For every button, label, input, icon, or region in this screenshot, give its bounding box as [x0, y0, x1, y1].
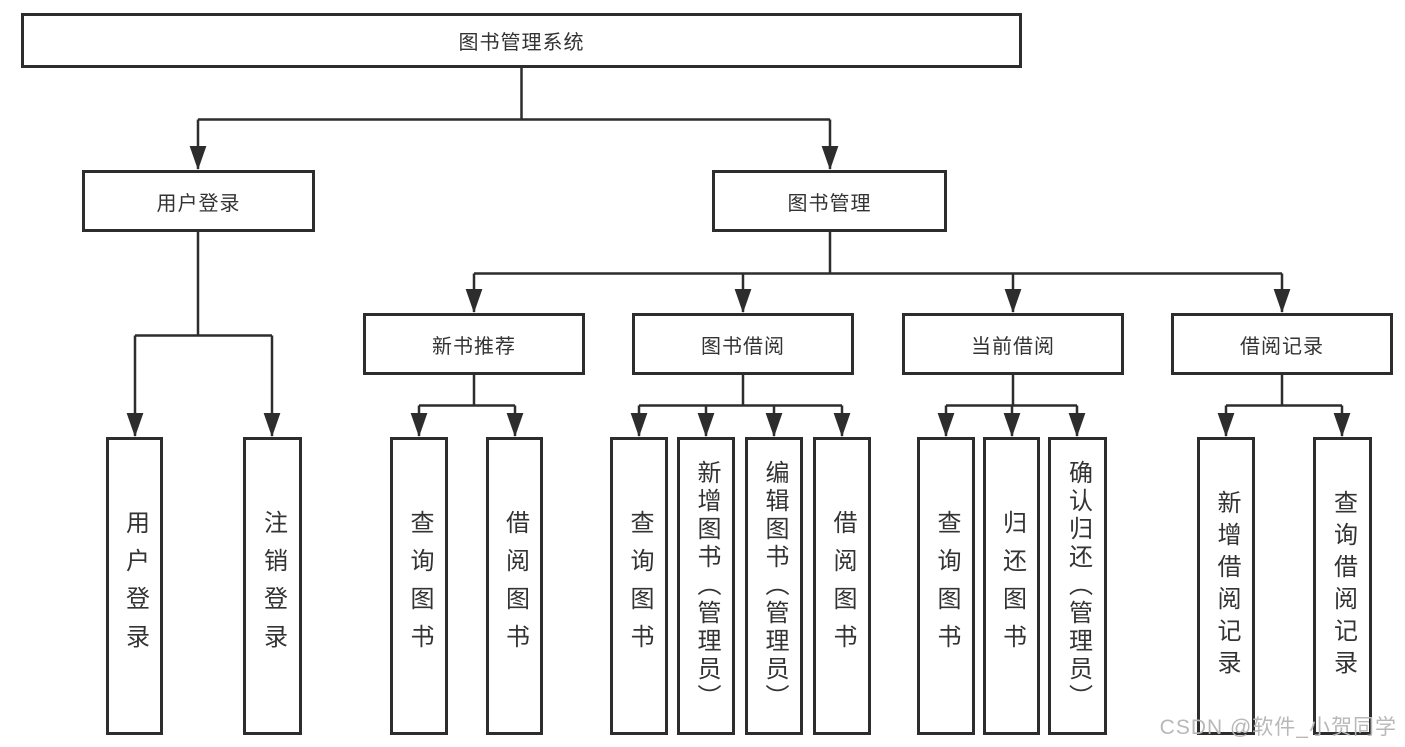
node-book-borrow: 图书借阅 [632, 313, 854, 375]
node-logout: 注销登录 [243, 437, 302, 735]
node-new-book-recommend: 新书推荐 [363, 313, 585, 375]
node-root: 图书管理系统 [21, 13, 1022, 68]
node-bb-query-book: 查询图书 [610, 437, 668, 735]
node-bb-borrow-book: 借阅图书 [813, 437, 871, 735]
node-user-login-leaf: 用户登录 [106, 437, 163, 735]
node-bb-edit-book-admin: 编辑图书（管理员） [745, 437, 803, 735]
node-bb-add-book-admin: 新增图书（管理员） [677, 437, 735, 735]
node-user-login-branch: 用户登录 [82, 170, 315, 232]
node-nb-borrow-book: 借阅图书 [486, 437, 543, 735]
node-borrow-record: 借阅记录 [1171, 313, 1393, 375]
node-book-management: 图书管理 [712, 170, 947, 232]
node-br-add-record: 新增借阅记录 [1197, 437, 1255, 735]
csdn-watermark: CSDN @软件_小贺同学 [1159, 716, 1397, 739]
node-nb-query-book: 查询图书 [390, 437, 448, 735]
node-current-borrow: 当前借阅 [902, 313, 1124, 375]
node-br-query-record: 查询借阅记录 [1313, 437, 1372, 735]
node-cb-query-book: 查询图书 [917, 437, 975, 735]
node-cb-confirm-return-admin: 确认归还（管理员） [1048, 437, 1107, 735]
node-cb-return-book: 归还图书 [983, 437, 1040, 735]
